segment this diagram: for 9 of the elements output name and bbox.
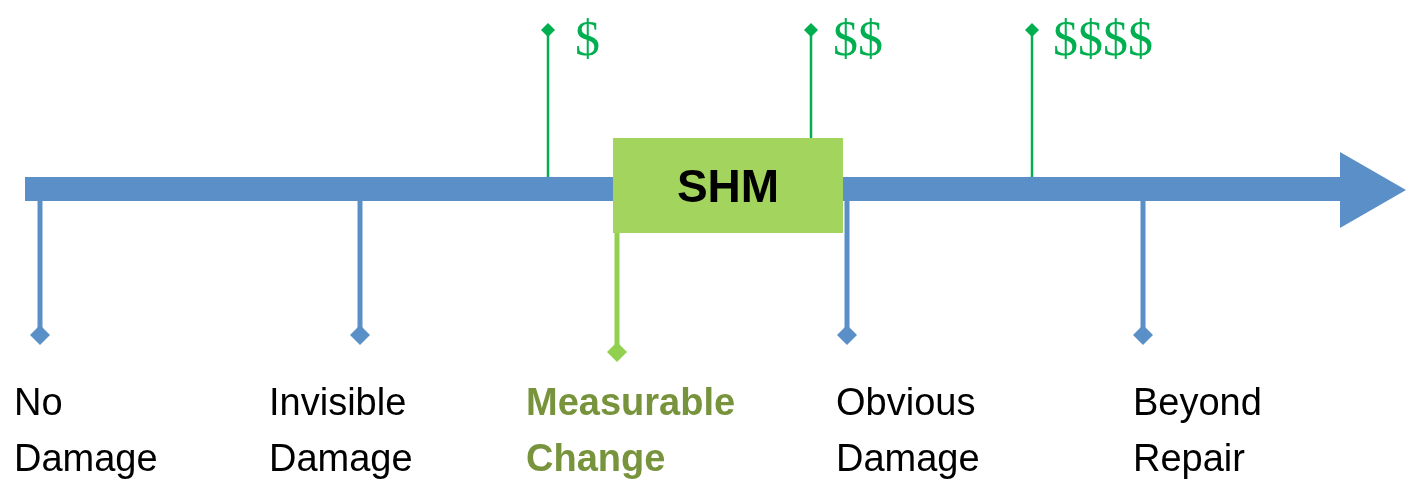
- stage-label: Measurable Change: [526, 380, 736, 480]
- cost-label: $: [575, 12, 600, 64]
- stage-label: No Damage: [14, 380, 158, 480]
- cost-label: $$$$: [1053, 12, 1153, 64]
- cost-label: $$: [833, 12, 883, 64]
- stage-label: Beyond Repair: [1133, 380, 1262, 480]
- process-box: SHM: [613, 138, 843, 233]
- stage-label: Obvious Damage: [836, 380, 980, 480]
- stage-label: Invisible Damage: [269, 380, 413, 480]
